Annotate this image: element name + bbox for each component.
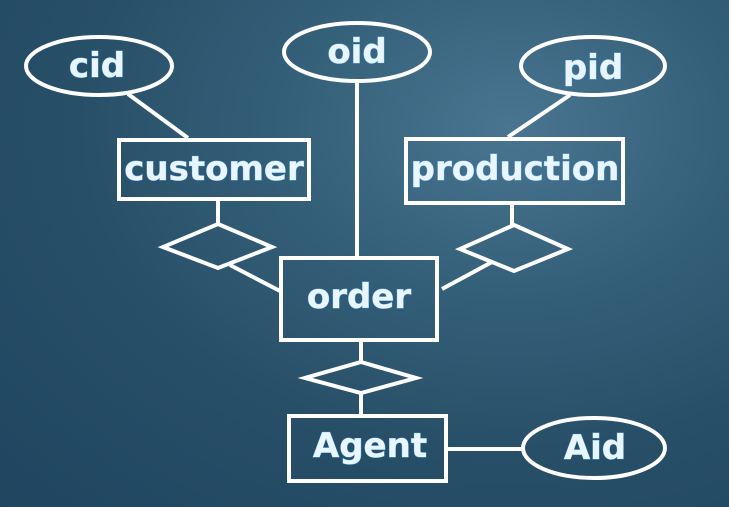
entity-label: order — [307, 277, 412, 317]
connectors — [126, 82, 572, 451]
attribute-ellipse — [282, 21, 432, 83]
entity-box — [117, 138, 311, 201]
attribute-ellipse — [519, 35, 667, 97]
attribute-label: oid — [327, 32, 386, 72]
entity-label: production — [411, 149, 620, 189]
entity-box — [287, 414, 448, 483]
connector-diamond-order-left — [229, 263, 281, 293]
attribute-pid[interactable]: pid — [519, 35, 667, 97]
connector-pid-production — [506, 93, 572, 139]
entity-order[interactable]: order — [279, 256, 439, 342]
entity-box — [404, 137, 625, 205]
attribute-aid[interactable]: Aid — [521, 416, 667, 480]
attribute-cid[interactable]: cid — [24, 35, 174, 97]
attribute-oid[interactable]: oid — [282, 21, 432, 83]
connector-cid-customer — [126, 92, 190, 140]
attribute-label: cid — [69, 46, 125, 86]
relationship-customer-order[interactable] — [157, 221, 278, 271]
relationship-production-order[interactable] — [454, 222, 574, 274]
entity-agent[interactable]: Agent — [287, 414, 448, 483]
connector-diamond-order-right — [441, 260, 493, 291]
entity-box — [279, 256, 439, 342]
attribute-ellipse — [24, 35, 174, 97]
attribute-label: pid — [563, 48, 623, 88]
entity-customer[interactable]: customer — [117, 138, 311, 201]
relationship-order-agent[interactable] — [297, 359, 424, 396]
entity-label: Agent — [313, 426, 427, 466]
entity-label: customer — [124, 149, 304, 189]
attribute-ellipse — [521, 416, 667, 480]
entity-production[interactable]: production — [404, 137, 625, 205]
attribute-label: Aid — [564, 428, 626, 468]
